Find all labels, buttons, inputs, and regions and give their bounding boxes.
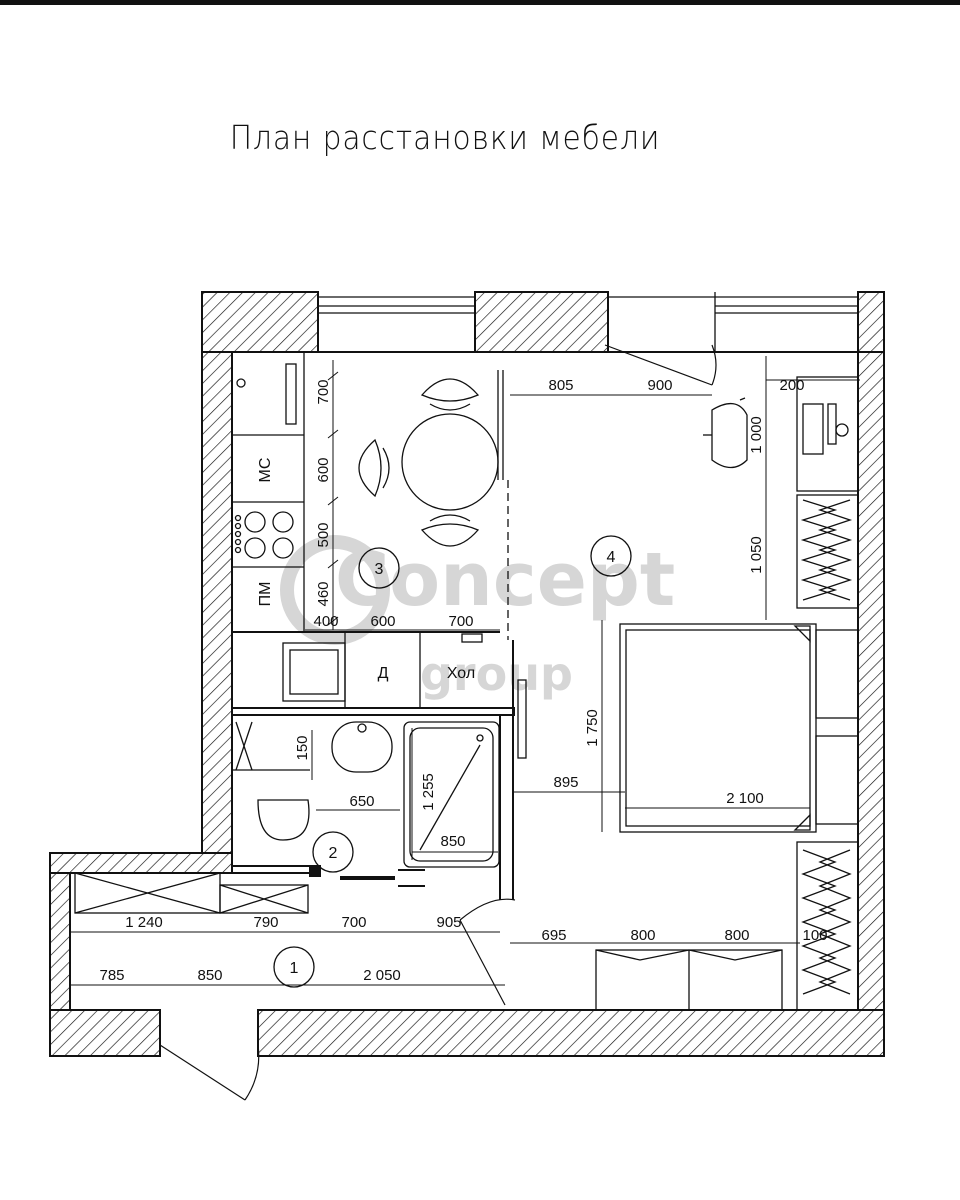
dim-400-h: 400: [313, 613, 338, 630]
plan-title: План расстановки мебели: [229, 118, 661, 157]
dim-1000: 1 000: [748, 416, 765, 454]
dim-150: 150: [294, 735, 311, 760]
dishwasher-label: ПМ: [257, 582, 274, 607]
dim-905: 905: [436, 914, 461, 931]
dim-850-hall: 850: [197, 967, 222, 984]
dim-900: 900: [647, 377, 672, 394]
interior-walls: [69, 351, 858, 1010]
dim-790: 790: [253, 914, 278, 931]
dim-850-bath: 850: [440, 833, 465, 850]
dim-2100: 2 100: [726, 790, 764, 807]
dimension-lines: [70, 356, 860, 986]
room-markers: [273, 535, 632, 988]
hall-wardrobe: [74, 872, 309, 914]
dim-100: 100: [802, 927, 827, 944]
dim-805: 805: [548, 377, 573, 394]
dim-700-hall: 700: [341, 914, 366, 931]
fridge-label: Хол: [447, 665, 475, 682]
dim-895: 895: [553, 774, 578, 791]
dim-600-h: 600: [370, 613, 395, 630]
dim-1750: 1 750: [584, 709, 601, 747]
kitchen-counter: [231, 351, 305, 633]
watermark-text: Concept: [335, 537, 675, 623]
dim-1240: 1 240: [125, 914, 163, 931]
dining-set: [358, 378, 499, 547]
windows: [318, 292, 858, 352]
doors: [159, 344, 717, 1101]
dim-1255: 1 255: [420, 773, 437, 811]
watermark: Concept group: [280, 535, 675, 701]
dimension-labels: 700 600 500 460 400 600 700 805 900 200 …: [99, 377, 827, 984]
dim-700-h: 700: [448, 613, 473, 630]
oven-label: Д: [378, 665, 389, 682]
room-4-number: 4: [607, 549, 616, 566]
dim-600-v: 600: [315, 457, 332, 482]
microwave-label: МС: [257, 458, 274, 483]
room-1-number: 1: [290, 960, 299, 977]
watermark-sub: group: [420, 647, 573, 701]
kitchen-lower-cabinets: [282, 632, 483, 708]
room-2-number: 2: [329, 845, 338, 862]
dim-700-v: 700: [315, 379, 332, 404]
dim-800-a: 800: [630, 927, 655, 944]
exterior-walls: [49, 291, 885, 1057]
dim-785: 785: [99, 967, 124, 984]
dim-800-b: 800: [724, 927, 749, 944]
desk-set: [703, 376, 859, 492]
dim-460-v: 460: [315, 581, 332, 606]
bathroom: [232, 721, 500, 868]
dim-2050: 2 050: [363, 967, 401, 984]
top-border: [0, 0, 960, 5]
dim-650: 650: [349, 793, 374, 810]
bed: [619, 623, 817, 833]
room-3-number: 3: [375, 561, 384, 578]
dim-500-v: 500: [315, 522, 332, 547]
sideboard: [595, 949, 783, 1011]
dim-695: 695: [541, 927, 566, 944]
dim-1050: 1 050: [748, 536, 765, 574]
dim-200: 200: [779, 377, 804, 394]
